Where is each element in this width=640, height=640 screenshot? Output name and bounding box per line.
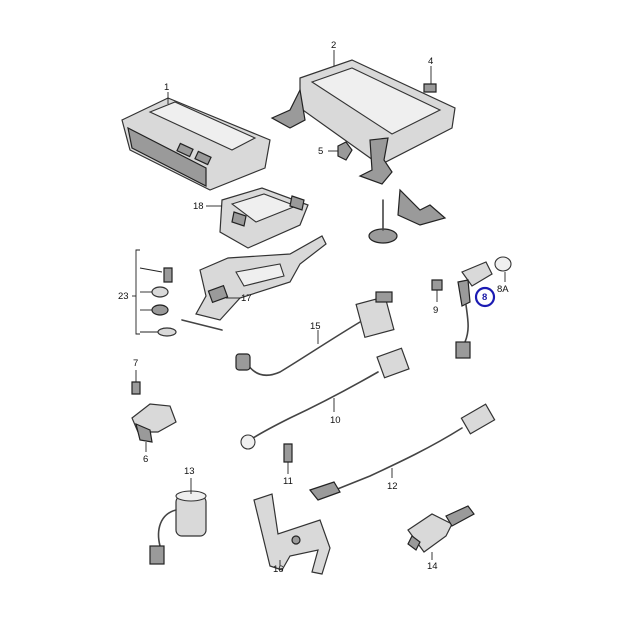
- callout-8A: 8A: [497, 284, 509, 295]
- callout-17: 17: [241, 293, 252, 304]
- callout-11: 11: [283, 476, 293, 487]
- callout-16: 16: [273, 564, 284, 575]
- callout-12: 12: [387, 481, 398, 492]
- bracket-16[interactable]: [253, 493, 331, 575]
- callout-8: 8: [482, 292, 487, 303]
- callout-10: 10: [330, 415, 341, 426]
- callout-5: 5: [318, 146, 323, 157]
- callout-2: 2: [331, 40, 336, 51]
- callout-18: 18: [193, 201, 204, 212]
- mounting-hardware-set[interactable]: [135, 249, 177, 337]
- callout-23: 23: [118, 291, 129, 302]
- bolt-11[interactable]: [283, 443, 293, 463]
- nut[interactable]: [337, 141, 353, 161]
- cable-harness[interactable]: [235, 291, 395, 377]
- callout-13: 13: [184, 466, 195, 477]
- callout-7: 7: [133, 358, 138, 369]
- clip[interactable]: [423, 83, 437, 93]
- bolt-7[interactable]: [131, 381, 141, 395]
- bracket-plate[interactable]: [181, 235, 327, 331]
- callout-14: 14: [427, 561, 438, 572]
- callout-6: 6: [143, 454, 148, 465]
- switch[interactable]: [407, 505, 475, 553]
- knock-sensor[interactable]: [131, 403, 177, 443]
- callout-4: 4: [428, 56, 433, 67]
- oxygen-sensor[interactable]: [308, 403, 496, 501]
- control-unit[interactable]: [219, 187, 309, 249]
- highlight-ring: [474, 286, 496, 308]
- ecu-module[interactable]: [121, 97, 271, 191]
- cable-ring-terminal[interactable]: [240, 347, 410, 450]
- mounting-tray[interactable]: [270, 59, 456, 244]
- sensor-assembly[interactable]: [455, 256, 512, 359]
- bolt[interactable]: [431, 279, 443, 291]
- callout-1: 1: [164, 82, 169, 93]
- callout-15: 15: [310, 321, 321, 332]
- callout-9: 9: [433, 305, 438, 316]
- canister[interactable]: [149, 490, 207, 565]
